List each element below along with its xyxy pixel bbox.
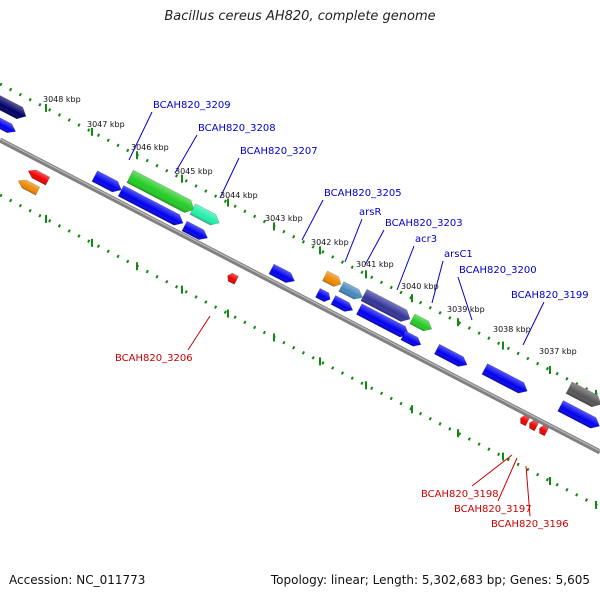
gene-leader-line xyxy=(522,301,545,346)
gene-label[interactable]: BCAH820_3199 xyxy=(511,290,589,301)
gene-feature[interactable] xyxy=(126,169,197,216)
gene-leader-line xyxy=(219,157,240,199)
gene-feature[interactable] xyxy=(518,414,531,427)
gene-label[interactable]: BCAH820_3208 xyxy=(198,123,276,134)
gene-label[interactable]: acr3 xyxy=(415,234,437,245)
topology-label: Topology: linear; Length: 5,302,683 bp; … xyxy=(270,573,590,587)
gene-feature[interactable] xyxy=(26,167,51,186)
gene-label[interactable]: BCAH820_3207 xyxy=(240,146,318,157)
gene-feature[interactable] xyxy=(557,400,600,432)
genome-backbone xyxy=(0,137,600,455)
kbp-label: 3039 kbp xyxy=(447,305,485,314)
gene-leader-line xyxy=(301,199,324,241)
kbp-label: 3037 kbp xyxy=(539,347,577,356)
kbp-label: 3041 kbp xyxy=(356,260,394,269)
gene-feature[interactable] xyxy=(117,185,186,229)
gene-label[interactable]: BCAH820_3200 xyxy=(459,265,537,276)
gene-leader-line xyxy=(344,218,363,263)
accession-label: Accession: NC_011773 xyxy=(9,573,146,587)
gene-leader-line xyxy=(396,245,415,291)
kbp-label: 3045 kbp xyxy=(175,167,213,176)
gene-label[interactable]: BCAH820_3206 xyxy=(115,353,193,364)
gene-label[interactable]: BCAH820_3198 xyxy=(421,489,499,500)
gene-feature[interactable] xyxy=(330,295,355,314)
upper-tick-track xyxy=(0,82,600,398)
kbp-label: 3038 kbp xyxy=(493,325,531,334)
gene-label[interactable]: arsR xyxy=(359,207,381,218)
gene-feature[interactable] xyxy=(360,288,413,325)
gene-leader-line xyxy=(187,315,211,351)
genome-backbone-highlight xyxy=(0,138,600,452)
map-title: Bacillus cereus AH820, complete genome xyxy=(164,9,436,24)
gene-feature[interactable] xyxy=(322,270,343,289)
gene-feature[interactable] xyxy=(481,363,530,397)
lower-tick-track xyxy=(0,193,600,509)
gene-feature[interactable] xyxy=(400,330,423,349)
gene-feature[interactable] xyxy=(0,93,29,122)
kbp-label: 3047 kbp xyxy=(87,120,125,129)
gene-label[interactable]: BCAH820_3196 xyxy=(491,519,569,530)
kbp-label: 3043 kbp xyxy=(265,214,303,223)
gene-feature[interactable] xyxy=(315,287,332,303)
gene-leader-line xyxy=(471,454,513,487)
gene-feature[interactable] xyxy=(527,419,540,432)
gene-leader-line xyxy=(525,465,531,517)
gene-leader-line xyxy=(174,134,198,174)
gene-feature[interactable] xyxy=(16,177,41,196)
gene-feature[interactable] xyxy=(0,115,18,136)
gene-leader-line xyxy=(364,229,385,266)
gene-label[interactable]: arsC1 xyxy=(444,249,473,260)
kbp-label: 3048 kbp xyxy=(43,95,81,104)
gene-leader-line xyxy=(431,260,444,304)
gene-feature[interactable] xyxy=(225,272,239,285)
kbp-label: 3040 kbp xyxy=(401,282,439,291)
gene-feature[interactable] xyxy=(189,203,222,228)
gene-label[interactable]: BCAH820_3205 xyxy=(324,188,402,199)
gene-feature[interactable] xyxy=(181,220,210,243)
gene-label[interactable]: BCAH820_3203 xyxy=(385,218,463,229)
gene-leader-line xyxy=(457,276,473,321)
gene-leader-line xyxy=(128,111,153,161)
kbp-label: 3044 kbp xyxy=(220,191,258,200)
gene-feature[interactable] xyxy=(338,281,365,303)
gene-feature[interactable] xyxy=(433,343,469,369)
gene-label[interactable]: BCAH820_3209 xyxy=(153,100,231,111)
gene-feature[interactable] xyxy=(537,424,550,437)
gene-feature[interactable] xyxy=(409,313,435,334)
kbp-label: 3042 kbp xyxy=(311,238,349,247)
gene-feature[interactable] xyxy=(91,170,124,195)
gene-leader-line xyxy=(497,457,518,502)
gene-feature[interactable] xyxy=(565,381,600,410)
kbp-label: 3046 kbp xyxy=(131,143,169,152)
gene-label[interactable]: BCAH820_3197 xyxy=(454,504,532,515)
gene-feature[interactable] xyxy=(268,263,297,286)
